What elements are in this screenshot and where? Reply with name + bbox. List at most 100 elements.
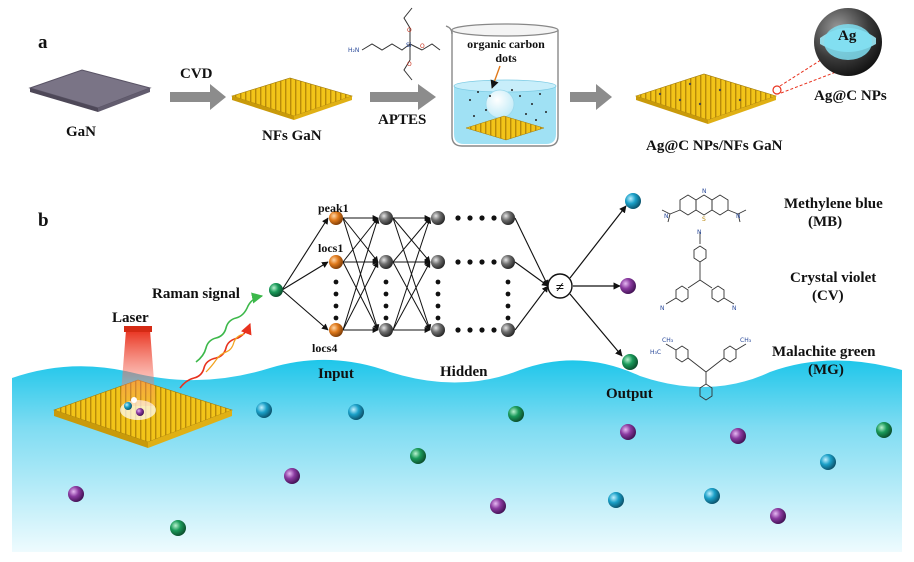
edge-source-to-input [281, 261, 329, 291]
floating-molecule [770, 508, 786, 524]
hidden-node [431, 255, 445, 269]
ellipsis-dot [333, 315, 339, 321]
edge-source-to-input [281, 217, 329, 291]
ellipsis-dot [455, 259, 461, 265]
hidden-node [501, 255, 515, 269]
ellipsis-dot [383, 291, 389, 297]
product-arrow [570, 84, 612, 110]
gan-label: GaN [66, 124, 96, 140]
neq-symbol: ≠ [556, 280, 564, 296]
nfs-gan-substrate [231, 77, 353, 120]
ellipsis-dot [333, 303, 339, 309]
cv-name-label: Crystal violet [790, 270, 876, 286]
floating-molecule [730, 428, 746, 444]
cv-abbr-label: (CV) [812, 288, 844, 304]
aptes-arrow [370, 84, 436, 110]
mg-h3c-label: H₃C [650, 349, 661, 356]
methylene-blue-structure [661, 194, 747, 223]
mg-ch3-right-label: CH₃ [740, 337, 752, 344]
aptes-label: APTES [378, 112, 426, 128]
scatter-wave-red [179, 322, 252, 389]
input-node-label-locs1: locs1 [318, 241, 343, 255]
hidden-node [379, 211, 393, 225]
ellipsis-dot [479, 327, 485, 333]
edge-layer [392, 217, 432, 331]
water-body [12, 359, 902, 552]
ellipsis-dot [467, 259, 473, 265]
sphere-core-label: Ag [838, 28, 857, 44]
input-node [329, 211, 343, 225]
beaker-label-line1: organic carbon [467, 37, 545, 51]
output-node-mg [622, 354, 638, 370]
ellipsis-dot [383, 315, 389, 321]
edge-hidden-to-neq [514, 261, 549, 287]
scatter-wave-green [195, 292, 264, 363]
laser-label: Laser [112, 310, 149, 326]
ellipsis-dot [505, 315, 511, 321]
surface-molecules [124, 397, 144, 416]
panel-b-letter: b [38, 210, 49, 231]
ellipsis-dot [455, 327, 461, 333]
laser-beam [120, 326, 156, 406]
raman-signal-label: Raman signal [152, 286, 240, 302]
floating-molecule [284, 468, 300, 484]
ellipsis-dot [383, 303, 389, 309]
panel-a-letter: a [38, 32, 48, 53]
cvd-label: CVD [180, 66, 213, 82]
floating-molecule [170, 520, 186, 536]
edge-layer [342, 261, 379, 331]
mg-name-label: Malachite green [772, 344, 876, 360]
ellipsis-dot [491, 327, 497, 333]
mb-abbr-label: (MB) [808, 214, 842, 230]
ellipsis-dot [479, 215, 485, 221]
ellipsis-dot [467, 215, 473, 221]
floating-molecule [820, 454, 836, 470]
output-arrow-mb [569, 205, 627, 279]
hidden-node [501, 323, 515, 337]
hidden-node [431, 211, 445, 225]
cv-n-right-label: N [732, 305, 737, 312]
hidden-node [379, 255, 393, 269]
edge-hidden-to-neq [514, 217, 549, 287]
edge-layer [342, 217, 379, 263]
input-node [329, 255, 343, 269]
floating-molecule [348, 404, 364, 420]
aptes-si-label: Si [406, 42, 412, 49]
ellipsis-dot [435, 279, 441, 285]
aptes-o-label-2: O [420, 43, 425, 50]
product-label: Ag@C NPs/NFs GaN [646, 138, 783, 154]
raman-signal-node [269, 283, 283, 297]
hidden-node [379, 323, 393, 337]
ellipsis-dot [479, 259, 485, 265]
input-layer-label: Input [318, 366, 354, 382]
ag-c-nfs-gan-substrate [635, 73, 782, 124]
ellipsis-dot [505, 303, 511, 309]
floating-molecules [68, 402, 892, 536]
output-layer-label: Output [606, 386, 653, 402]
floating-molecule [620, 424, 636, 440]
output-node-mb [625, 193, 641, 209]
cvd-arrow [170, 84, 226, 110]
ellipsis-dot [505, 291, 511, 297]
neural-network [269, 211, 549, 337]
aptes-o-label-1: O [407, 27, 412, 34]
floating-molecule [876, 422, 892, 438]
nfs-gan-label: NFs GaN [262, 128, 322, 144]
aptes-molecule [361, 7, 441, 81]
input-node-label-peak1: peak1 [318, 201, 349, 215]
malachite-green-structure [665, 343, 747, 401]
mg-abbr-label: (MG) [808, 362, 844, 378]
floating-molecule [608, 492, 624, 508]
ellipsis-dot [333, 279, 339, 285]
aptes-h2n-label: H₂N [348, 47, 359, 54]
mb-n-label: N [702, 188, 707, 195]
hidden-node [431, 323, 445, 337]
floating-molecule [256, 402, 272, 418]
edge-layer [392, 217, 431, 263]
output-arrow-mg [569, 293, 623, 357]
ellipsis-dot [455, 215, 461, 221]
input-node-label-locs4: locs4 [312, 341, 337, 355]
output-node-cv [620, 278, 636, 294]
input-node [329, 323, 343, 337]
hidden-node [501, 211, 515, 225]
